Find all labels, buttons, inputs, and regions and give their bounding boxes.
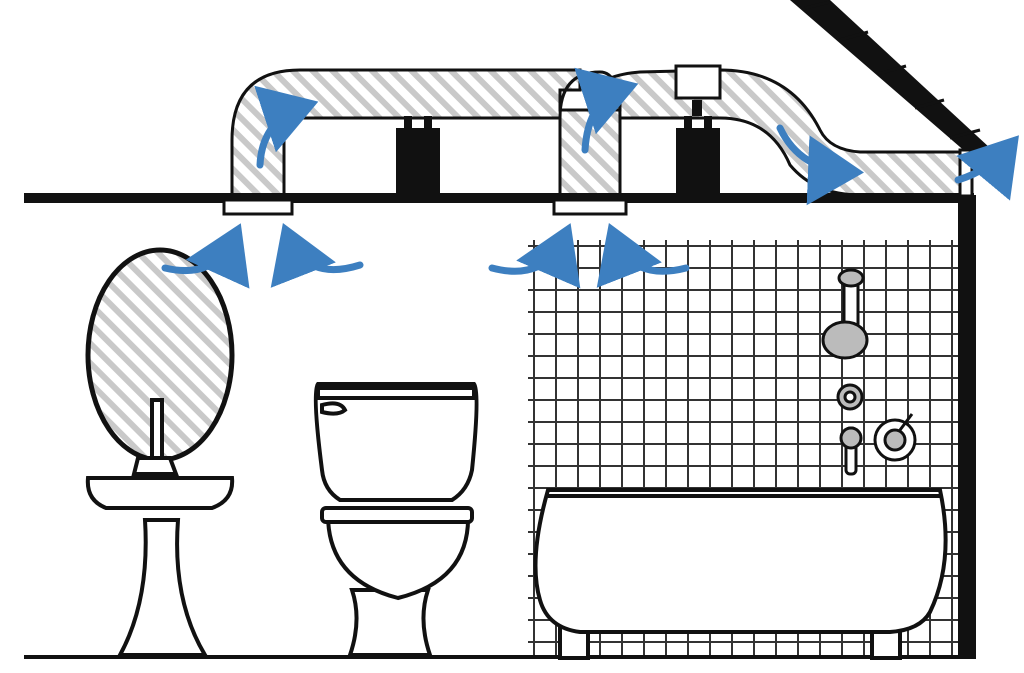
airflow-arrow-icon	[161, 67, 1019, 289]
pedestal-sink	[85, 398, 235, 657]
inline-fan	[396, 116, 440, 196]
bathtub	[533, 488, 948, 660]
exterior-wall	[958, 195, 976, 658]
roof-slope	[790, 0, 990, 160]
ceiling-vent	[552, 198, 628, 216]
toilet	[313, 382, 479, 657]
inline-fan	[676, 100, 720, 196]
shower-fixtures	[821, 268, 917, 476]
ventilation-duct	[230, 64, 970, 202]
ceiling-line	[24, 193, 974, 203]
ceiling-vent	[222, 198, 294, 216]
